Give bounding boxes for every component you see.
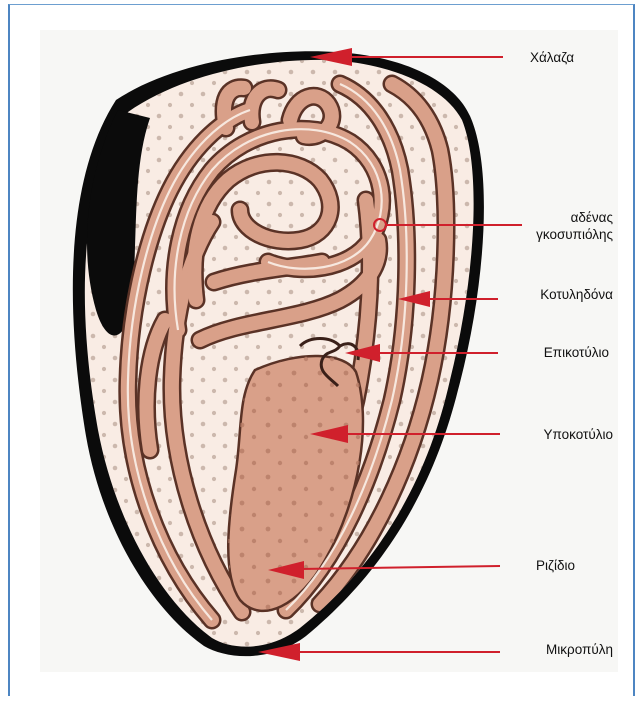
arrow-radicle	[268, 561, 500, 579]
label-gossypol-gland: αδένας γκοσυπιόλης	[470, 209, 613, 243]
label-micropyle: Μικροπύλη	[470, 641, 613, 658]
label-cotyledon: Κοτυληδόνα	[470, 286, 613, 303]
label-chalaza: Χάλαζα	[470, 49, 574, 66]
label-gossypol-gland-line1: αδένας	[470, 209, 613, 226]
label-gossypol-gland-line2: γκοσυπιόλης	[470, 226, 613, 243]
label-radicle: Ριζίδιο	[470, 557, 575, 574]
label-hypocotyl: Υποκοτύλιο	[470, 426, 613, 443]
label-epicotyl: Επικοτύλιο	[470, 344, 609, 361]
arrow-micropyle	[258, 643, 500, 661]
